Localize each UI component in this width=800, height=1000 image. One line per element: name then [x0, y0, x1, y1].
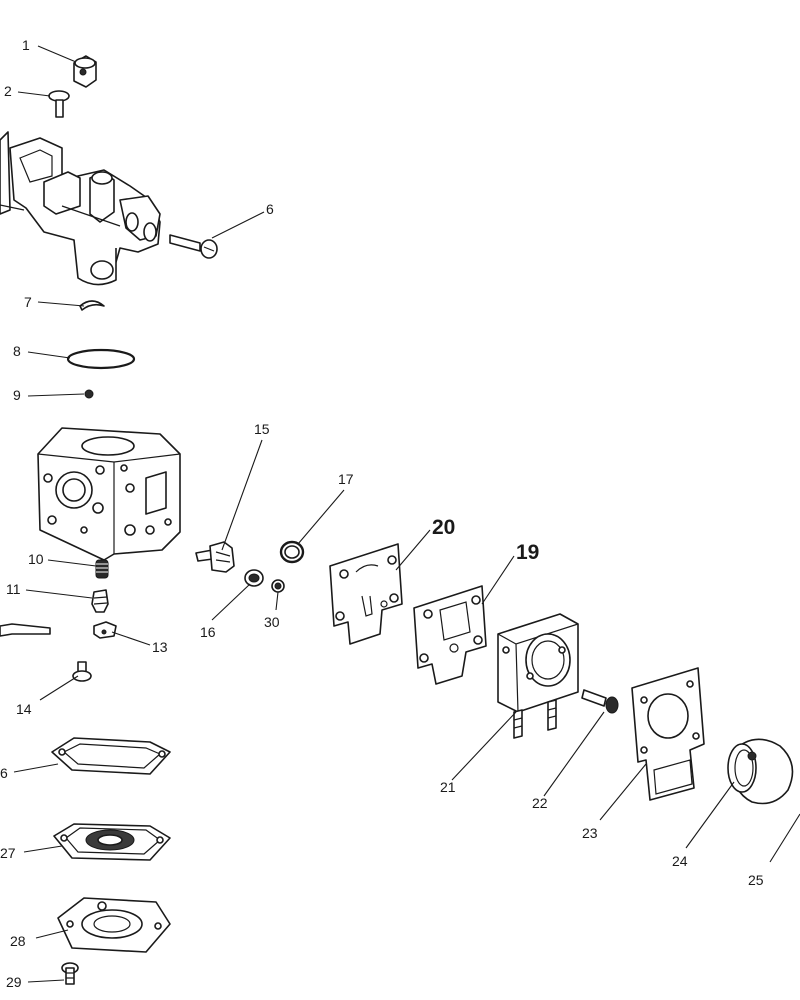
callout-26: 6: [0, 765, 8, 781]
part-11-needle: [91, 589, 109, 613]
callout-6: 6: [266, 201, 274, 217]
callout-28: 28: [10, 933, 26, 949]
callout-22: 22: [532, 795, 548, 811]
part-17-ring: [279, 540, 305, 564]
callout-19: 19: [516, 541, 539, 564]
carburetor-top-housing: [0, 131, 161, 286]
callout-16: 16: [200, 624, 216, 640]
part-15-needle-valve: [195, 541, 235, 573]
part-22-screw: [581, 689, 619, 714]
part-10-spring: [95, 559, 109, 579]
callout-7: 7: [24, 294, 32, 310]
callout-20: 20: [432, 516, 455, 539]
callout-10: 10: [28, 551, 44, 567]
carburetor-body: [37, 427, 181, 561]
part-28-cover: [57, 897, 171, 953]
part-7-clip: [79, 300, 105, 311]
part-19-gasket: [413, 585, 487, 685]
part-29-screw: [61, 962, 79, 985]
part-8-o-ring: [66, 348, 136, 370]
leader-lines: [13, 45, 800, 983]
part-12-lever: [0, 623, 51, 637]
callout-23: 23: [582, 825, 598, 841]
callout-21: 21: [440, 779, 456, 795]
part-13-pin: [93, 621, 117, 639]
callout-13: 13: [152, 639, 168, 655]
callout-25: 25: [748, 872, 764, 888]
callout-30: 30: [264, 614, 280, 630]
callout-15: 15: [254, 421, 270, 437]
part-14-screw: [72, 661, 92, 682]
part-2-screw: [48, 90, 70, 118]
part-20-gasket: [329, 543, 403, 645]
part-16-cap: [244, 569, 264, 587]
part-21-pump-cover: [497, 613, 579, 739]
callout-8: 8: [13, 343, 21, 359]
callout-1: 1: [22, 37, 30, 53]
callout-24: 24: [672, 853, 688, 869]
callout-14: 14: [16, 701, 32, 717]
callout-17: 17: [338, 471, 354, 487]
part-23-gasket-plate: [631, 667, 705, 801]
part-24-primer-bulb: [727, 738, 794, 805]
part-30-plug: [271, 579, 285, 593]
callout-29: 29: [6, 974, 22, 990]
callout-27: 27: [0, 845, 16, 861]
part-27-diaphragm: [53, 823, 171, 861]
callout-9: 9: [13, 387, 21, 403]
callout-2: 2: [4, 83, 12, 99]
part-1-nut: [73, 55, 97, 88]
part-6-screw: [169, 234, 218, 259]
part-9-ball: [84, 389, 94, 399]
callout-labels: 1 2 6 7 8 9 10 11 13 14 15 16 30 17 20 1…: [0, 37, 764, 990]
callout-11: 11: [6, 581, 21, 597]
part-26-gasket: [51, 737, 171, 775]
